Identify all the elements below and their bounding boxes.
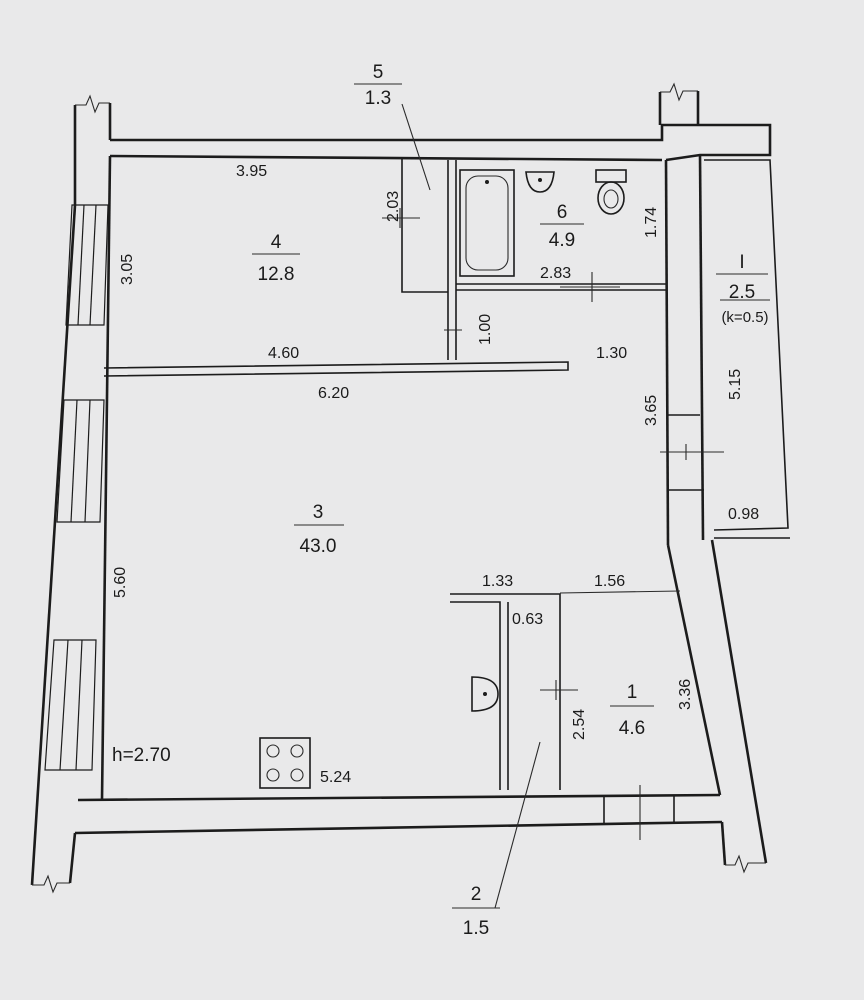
dim-0.63: 0.63	[512, 611, 543, 628]
room-number: I	[739, 252, 744, 273]
window-middle-left	[56, 399, 105, 523]
outer-walls	[30, 82, 772, 894]
dim-2.03: 2.03	[385, 191, 402, 222]
room-area: 1.3	[365, 88, 391, 109]
toilet-icon	[595, 169, 627, 215]
dimension-labels: 3.95 3.05 2.03 1.74 2.83 1.00 4.60 1.30 …	[112, 163, 759, 786]
room-label-4: 4 12.8	[252, 232, 300, 285]
dim-1.33: 1.33	[482, 573, 513, 590]
dim-6.20: 6.20	[318, 385, 349, 402]
room-label-balcony: I 2.5 (k=0.5)	[716, 252, 769, 326]
dim-1.74: 1.74	[643, 207, 660, 238]
room-label-1: 1 4.6	[610, 682, 654, 739]
window-top-left	[65, 204, 109, 326]
dim-1.00: 1.00	[477, 314, 494, 345]
kitchen-sink-icon	[471, 676, 499, 712]
dimension-ticks	[382, 208, 620, 700]
balcony-coefficient: (k=0.5)	[721, 309, 768, 326]
room-number: 6	[557, 202, 568, 223]
room-area: 4.9	[549, 230, 575, 251]
room-number: 1	[627, 682, 638, 703]
room-label-5: 5 1.3	[354, 62, 402, 109]
balcony	[660, 159, 790, 539]
room-area: 1.5	[463, 918, 489, 939]
dim-0.98: 0.98	[728, 506, 759, 523]
dim-5.60: 5.60	[112, 567, 129, 598]
dim-4.60: 4.60	[268, 345, 299, 362]
room-area: 4.6	[619, 718, 645, 739]
dim-1.30: 1.30	[596, 345, 627, 362]
dim-3.05: 3.05	[119, 254, 136, 285]
room-area: 2.5	[729, 282, 755, 303]
leader-room-2	[494, 741, 541, 909]
dim-2.54: 2.54	[571, 709, 588, 740]
room-number: 3	[313, 502, 324, 523]
dim-3.95: 3.95	[236, 163, 267, 180]
dim-3.36: 3.36	[677, 679, 694, 710]
dim-5.15: 5.15	[727, 369, 744, 400]
dim-1.56: 1.56	[594, 573, 625, 590]
room-number: 5	[373, 62, 384, 83]
washbasin-icon	[525, 171, 555, 193]
room-label-2: 2 1.5	[452, 884, 500, 939]
partitions	[103, 158, 681, 840]
dim-3.65: 3.65	[643, 395, 660, 426]
room-label-6: 6 4.9	[540, 202, 584, 251]
room-area: 43.0	[300, 536, 337, 557]
room-number: 4	[271, 232, 282, 253]
bathtub-icon	[459, 169, 515, 277]
dim-2.83: 2.83	[540, 265, 571, 282]
room-label-3: 3 43.0	[294, 502, 344, 557]
stove-icon	[259, 737, 311, 789]
ceiling-height: h=2.70	[112, 745, 171, 766]
dim-5.24: 5.24	[320, 769, 351, 786]
leader-room-5	[401, 103, 431, 191]
room-number: 2	[471, 884, 482, 905]
room-area: 12.8	[258, 264, 295, 285]
window-bottom-left	[44, 639, 97, 771]
